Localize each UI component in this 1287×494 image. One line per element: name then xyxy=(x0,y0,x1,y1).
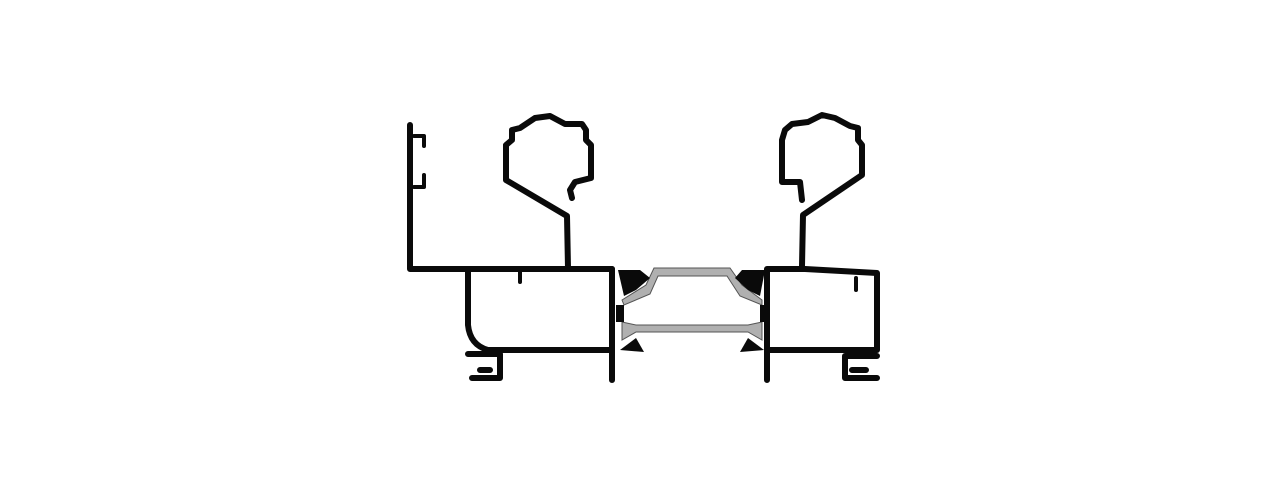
right-gasket-mid xyxy=(760,305,767,322)
right-gasket-bottom xyxy=(740,338,764,352)
left-frame-profile xyxy=(407,113,615,383)
left-gasket-mid xyxy=(616,305,624,322)
lower-glass-spacer xyxy=(621,321,763,341)
left-gasket-bottom xyxy=(620,338,644,352)
left-gasket-top xyxy=(618,270,650,296)
glazing-unit xyxy=(616,267,767,352)
right-frame-profile xyxy=(764,112,880,383)
right-gasket-top xyxy=(735,270,765,296)
